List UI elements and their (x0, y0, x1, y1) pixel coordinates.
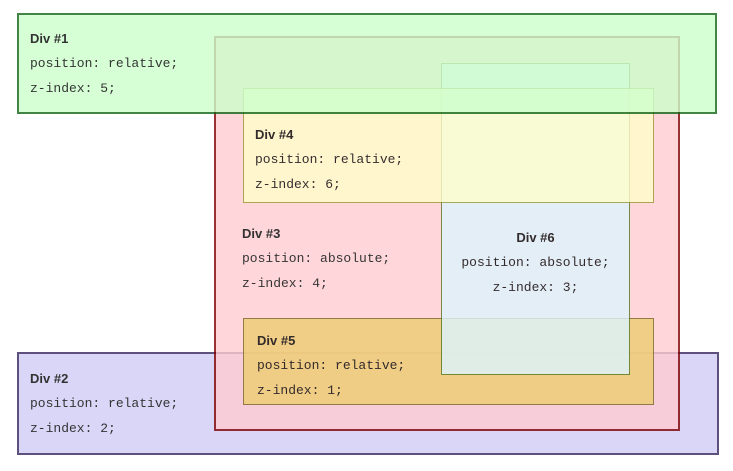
div2-label: Div #2 (30, 371, 69, 386)
div4-zindex-rule: z-index: 6; (255, 177, 341, 192)
div4-label: Div #4 (255, 127, 294, 142)
div1-zindex-rule: z-index: 5; (30, 81, 116, 96)
div5-zindex-rule: z-index: 1; (257, 383, 343, 398)
div6-position-rule: position: absolute; (461, 255, 610, 270)
div6-label: Div #6 (516, 230, 555, 245)
div2-position-rule: position: relative; (30, 396, 179, 411)
div3-zindex-rule: z-index: 4; (242, 276, 328, 291)
div4-position-rule: position: relative; (255, 152, 404, 167)
div3-position-rule: position: absolute; (242, 251, 391, 266)
div5-label: Div #5 (257, 333, 296, 348)
div2-zindex-rule: z-index: 2; (30, 421, 116, 436)
div3-label: Div #3 (242, 226, 281, 241)
div1-box: Div #1 position: relative; z-index: 5; (17, 13, 717, 114)
div1-label: Div #1 (30, 31, 69, 46)
div1-position-rule: position: relative; (30, 56, 179, 71)
div5-position-rule: position: relative; (257, 358, 406, 373)
div6-zindex-rule: z-index: 3; (492, 280, 579, 295)
